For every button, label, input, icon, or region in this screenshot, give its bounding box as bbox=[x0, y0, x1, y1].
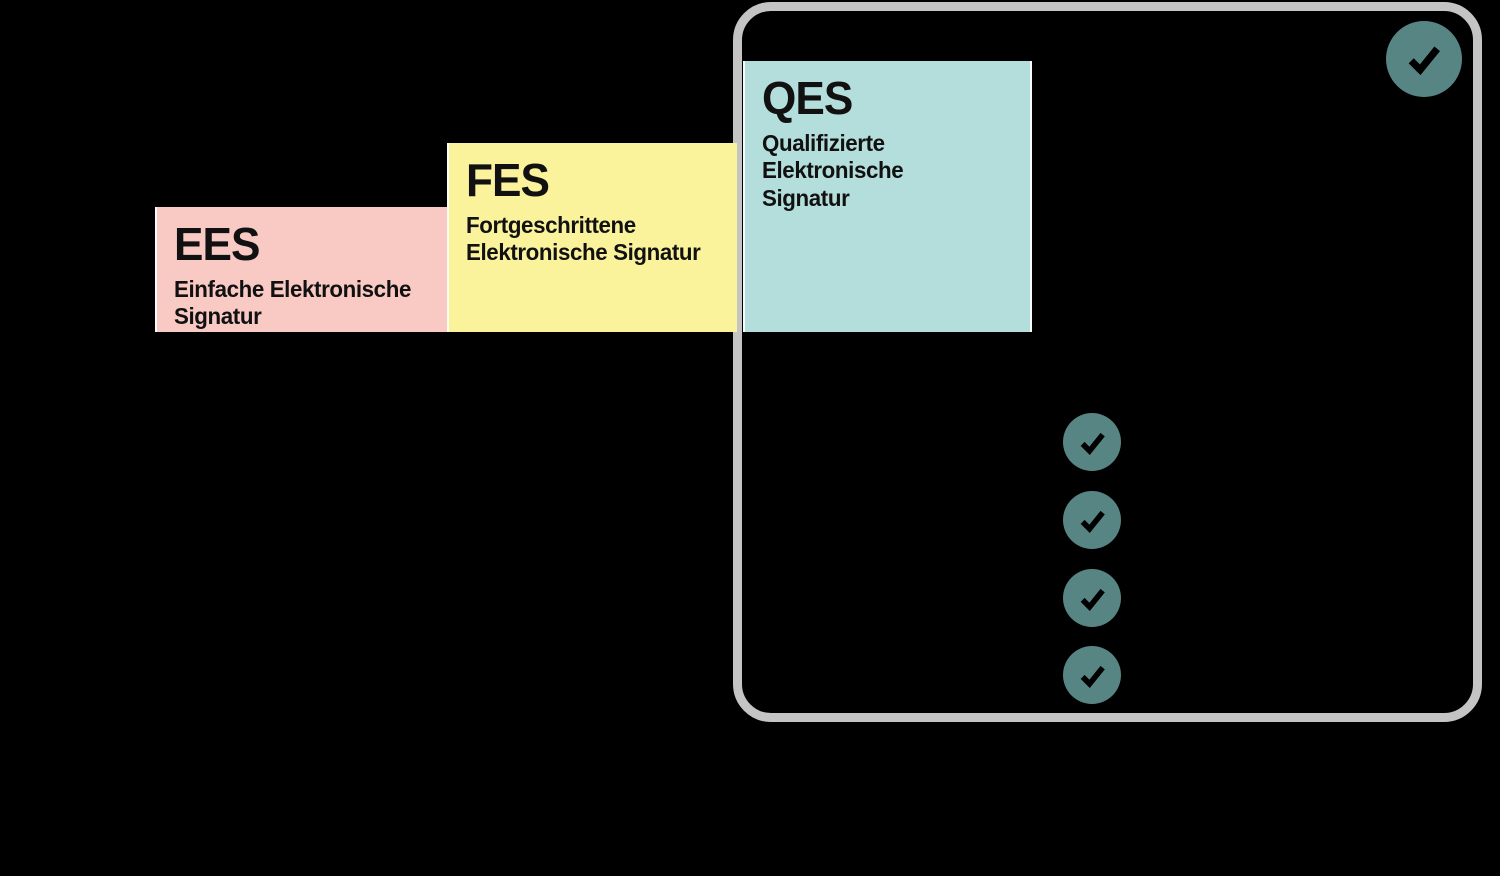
panel-check-badge bbox=[1386, 21, 1462, 97]
qes-highlight-panel bbox=[733, 2, 1482, 722]
step-name-line: Signatur bbox=[762, 184, 850, 211]
step-name-line: Elektronische Signatur bbox=[466, 239, 701, 266]
checkmark-icon bbox=[1408, 46, 1440, 76]
step-abbr-qes: QES bbox=[762, 72, 853, 124]
checklist-check-circle bbox=[1063, 491, 1121, 549]
checklist-check-circle bbox=[1063, 413, 1121, 471]
step-name-fes: Fortgeschrittene Elektronische Signatur bbox=[466, 212, 713, 266]
checkmark-icon bbox=[1080, 432, 1105, 455]
checkmark-icon bbox=[1080, 510, 1105, 533]
step-name-line: Fortgeschrittene bbox=[466, 212, 636, 239]
checkmark-icon bbox=[1080, 588, 1105, 611]
checklist-check-circle bbox=[1063, 646, 1121, 704]
step-box-qes: QES Qualifizierte Elektronische Signatur bbox=[743, 61, 1032, 332]
step-name-line: Signatur bbox=[174, 303, 262, 330]
checklist-check-circle bbox=[1063, 569, 1121, 627]
step-abbr-fes: FES bbox=[466, 154, 550, 206]
step-box-fes: FES Fortgeschrittene Elektronische Signa… bbox=[447, 143, 737, 332]
step-name-line: Einfache Elektronische bbox=[174, 276, 411, 303]
step-box-ees: EES Einfache Elektronische Signatur bbox=[155, 207, 447, 332]
checkmark-icon bbox=[1080, 665, 1105, 688]
step-name-qes: Qualifizierte Elektronische Signatur bbox=[762, 130, 1006, 211]
step-name-line: Qualifizierte Elektronische bbox=[762, 130, 904, 184]
step-abbr-ees: EES bbox=[174, 218, 260, 270]
step-name-ees: Einfache Elektronische Signatur bbox=[174, 276, 423, 330]
